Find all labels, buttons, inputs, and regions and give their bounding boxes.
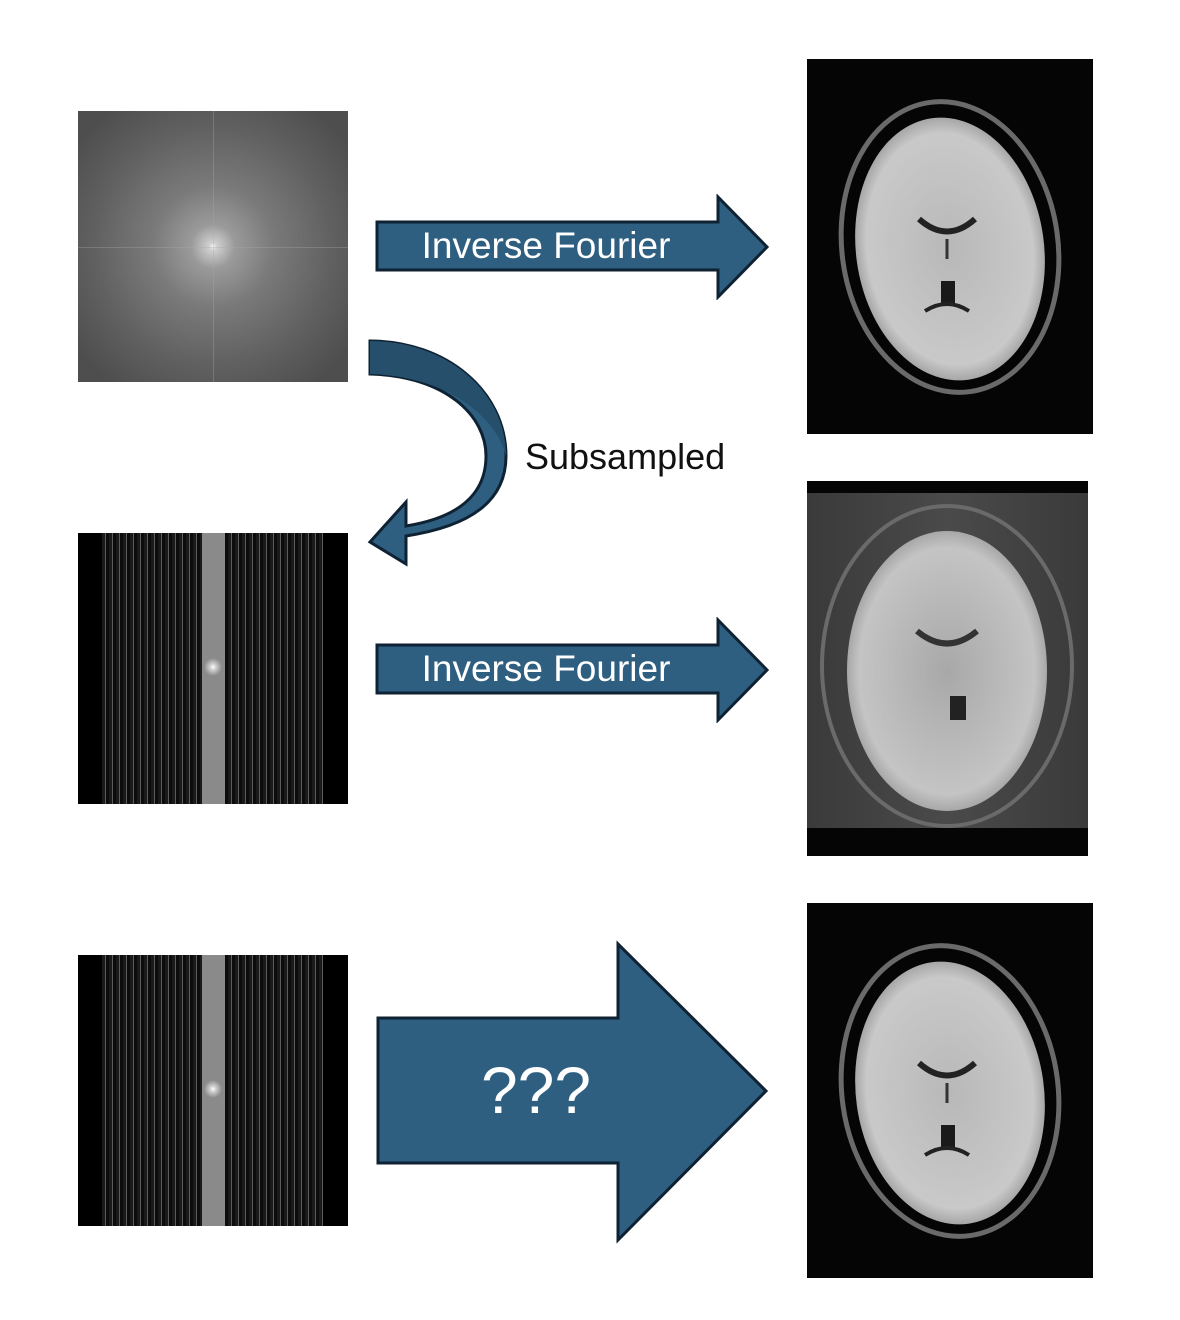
right-arrow-icon: [375, 617, 770, 723]
arrow-label-2: Inverse Fourier: [421, 648, 671, 689]
subsampled-label: Subsampled: [525, 436, 726, 477]
subsampled-curved-arrow: [366, 336, 511, 581]
right-arrow-icon: [375, 194, 770, 300]
mri-brain-recovered: [807, 903, 1093, 1278]
right-arrow-icon: [376, 940, 769, 1244]
kspace-subsampled-image-2: [78, 955, 348, 1226]
kspace-full-image: [78, 111, 348, 382]
mri-brain-full: [807, 59, 1093, 434]
brain-scan-icon: [838, 99, 1062, 395]
brain-scan-icon: [838, 943, 1062, 1239]
curved-arrow-icon: [367, 339, 508, 567]
mri-brain-aliased: [807, 481, 1088, 856]
brain-scan-icon: [807, 493, 1088, 828]
inverse-fourier-arrow-2: Inverse Fourier: [374, 617, 772, 723]
arrow-label-3: ???: [480, 1053, 592, 1127]
kspace-subsampled-image-1: [78, 533, 348, 804]
arrow-label-1: Inverse Fourier: [421, 225, 671, 266]
inverse-fourier-arrow-1: Inverse Fourier: [374, 194, 772, 300]
unknown-reconstruction-arrow: ???: [374, 940, 772, 1244]
